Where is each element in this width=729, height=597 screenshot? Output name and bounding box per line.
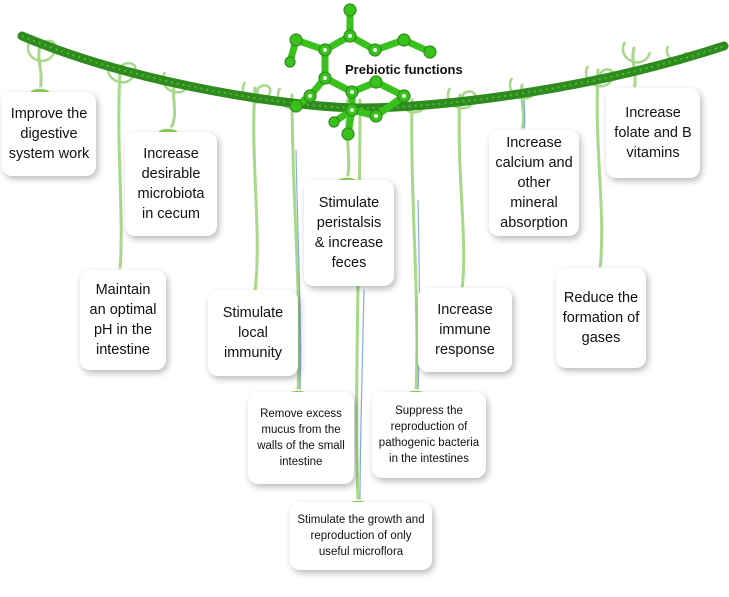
card-ph-text: Maintain an optimal pH in the intestine (89, 282, 157, 358)
card-mucus: Remove excess mucus from the walls of th… (248, 392, 354, 484)
card-microbiota-text: Increase desirable microbiota in cecum (137, 146, 205, 222)
string-immune (457, 93, 466, 292)
card-gases-text: Reduce the formation of gases (562, 290, 640, 346)
card-growth: Stimulate the growth and reproduction of… (290, 502, 432, 570)
card-growth-text: Stimulate the growth and reproduction of… (297, 514, 425, 558)
string-suppress (410, 98, 419, 394)
card-ph: Maintain an optimal pH in the intestine (80, 270, 166, 370)
string-digestive (37, 44, 43, 92)
card-suppress-text: Suppress the reproduction of pathogenic … (378, 405, 480, 465)
string-growth (355, 98, 362, 502)
card-immune: Increase immune response (418, 288, 512, 372)
string-ph (117, 68, 123, 272)
card-peristalsis-text: Stimulate peristalsis & increase feces (314, 195, 384, 271)
branch (17, 31, 729, 113)
card-folate-text: Increase folate and B vitamins (614, 105, 692, 161)
card-calcium-text: Increase calcium and other mineral absor… (495, 135, 573, 231)
string-microbiota (168, 78, 177, 132)
card-immunity-text: Stimulate local immunity (222, 305, 284, 361)
string-gases (595, 68, 604, 272)
diagram-title: Prebiotic functions (345, 62, 463, 77)
card-suppress: Suppress the reproduction of pathogenic … (372, 392, 486, 478)
card-microbiota: Increase desirable microbiota in cecum (125, 132, 217, 236)
string-calcium (520, 83, 525, 132)
card-immune-text: Increase immune response (435, 302, 495, 358)
card-immunity: Stimulate local immunity (208, 290, 298, 376)
card-calcium: Increase calcium and other mineral absor… (489, 130, 579, 236)
card-mucus-text: Remove excess mucus from the walls of th… (257, 408, 345, 468)
card-digestive: Improve the digestive system work (2, 92, 96, 176)
string-immunity (252, 86, 259, 294)
card-peristalsis: Stimulate peristalsis & increase feces (304, 180, 394, 286)
card-digestive-text: Improve the digestive system work (8, 106, 90, 162)
card-gases: Reduce the formation of gases (556, 268, 646, 368)
card-folate: Increase folate and B vitamins (606, 88, 700, 178)
string-mucus (290, 93, 301, 394)
